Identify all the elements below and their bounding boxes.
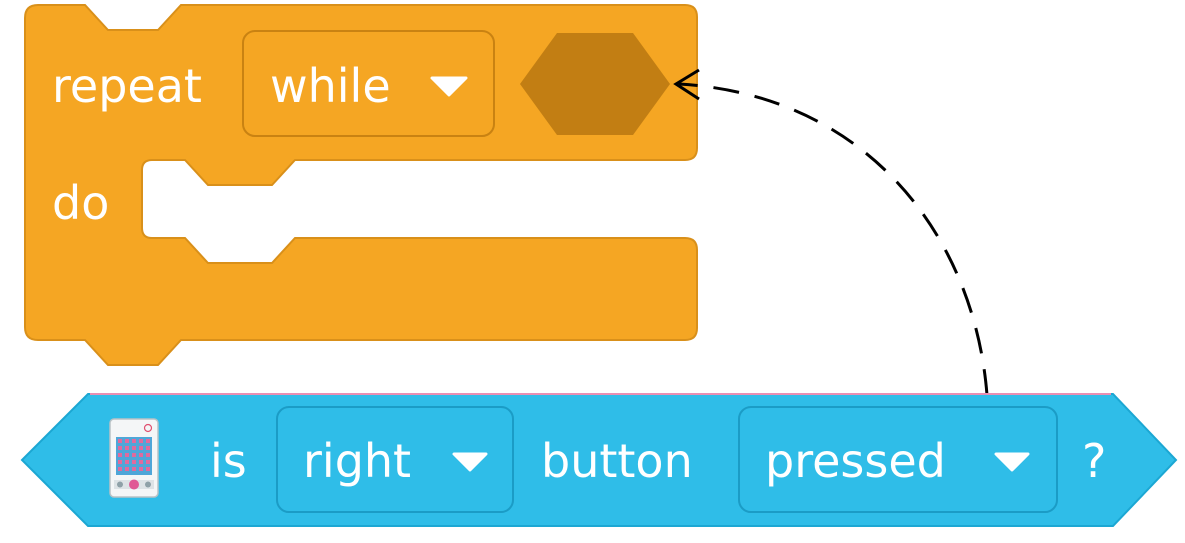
button-choice-field[interactable] [276,406,514,513]
do-label: do [52,176,109,230]
repeat-keyword: repeat [52,59,202,113]
repeat-while-block[interactable]: repeat while do [24,4,698,366]
chevron-down-icon [430,76,468,97]
repeat-mode-value: while [270,59,391,113]
chevron-down-icon [452,452,488,472]
condition-input-slot[interactable] [520,33,670,135]
arrowhead-icon [673,68,700,101]
dashed-connector-line [678,82,989,396]
button-state-value: pressed [765,434,946,488]
repeat-mode-field[interactable] [242,30,495,137]
button-label: button [541,434,693,488]
button-state-field[interactable] [738,406,1058,513]
button-choice-dropdown[interactable]: right [276,406,514,513]
button-state-dropdown[interactable]: pressed [738,406,1058,513]
drop-connection-arrow [673,68,989,396]
button-choice-value: right [303,434,411,488]
repeat-mode-dropdown[interactable]: while [242,30,495,137]
microbit-device-icon [109,418,159,498]
question-mark-label: ? [1082,434,1106,488]
button-pressed-block[interactable]: is right button pressed ? [20,393,1178,527]
is-label: is [210,434,247,488]
chevron-down-icon [994,452,1030,472]
